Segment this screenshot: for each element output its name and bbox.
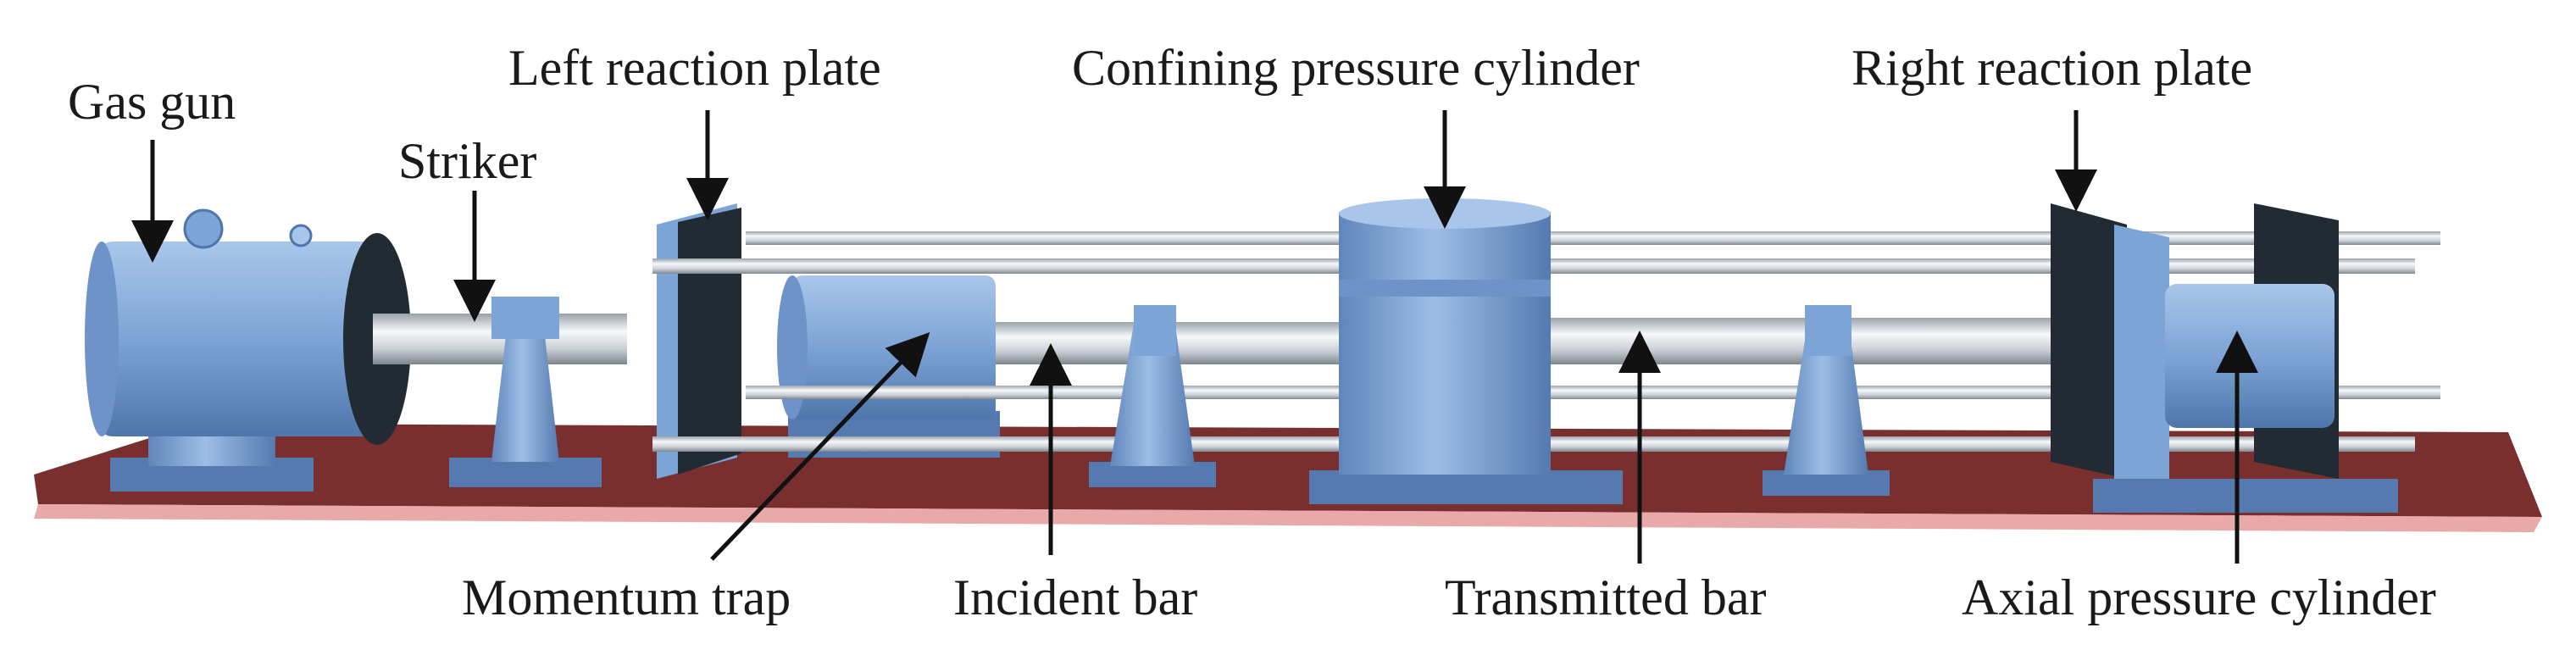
leader-arrows (131, 110, 2258, 564)
label-axial-pressure-cylinder: Axial pressure cylinder (1962, 569, 2436, 625)
label-right-reaction-plate: Right reaction plate (1852, 40, 2252, 96)
confining-pressure-cylinder (1309, 198, 1623, 504)
label-left-reaction-plate: Left reaction plate (508, 40, 881, 96)
label-gas-gun: Gas gun (68, 74, 236, 130)
momentum-trap (777, 275, 1000, 458)
label-transmitted-bar: Transmitted bar (1445, 569, 1766, 625)
label-confining-pressure-cylinder: Confining pressure cylinder (1072, 40, 1640, 96)
arrow-momentum-trap (710, 331, 930, 561)
label-momentum-trap: Momentum trap (462, 569, 791, 625)
right-reaction-plate (2051, 203, 2169, 492)
label-incident-bar: Incident bar (953, 569, 1197, 625)
label-striker: Striker (398, 133, 536, 189)
transmitted-bar-support (1763, 305, 1890, 496)
striker-support (449, 297, 602, 487)
incident-bar-support (1089, 305, 1216, 487)
gas-gun (85, 208, 411, 492)
